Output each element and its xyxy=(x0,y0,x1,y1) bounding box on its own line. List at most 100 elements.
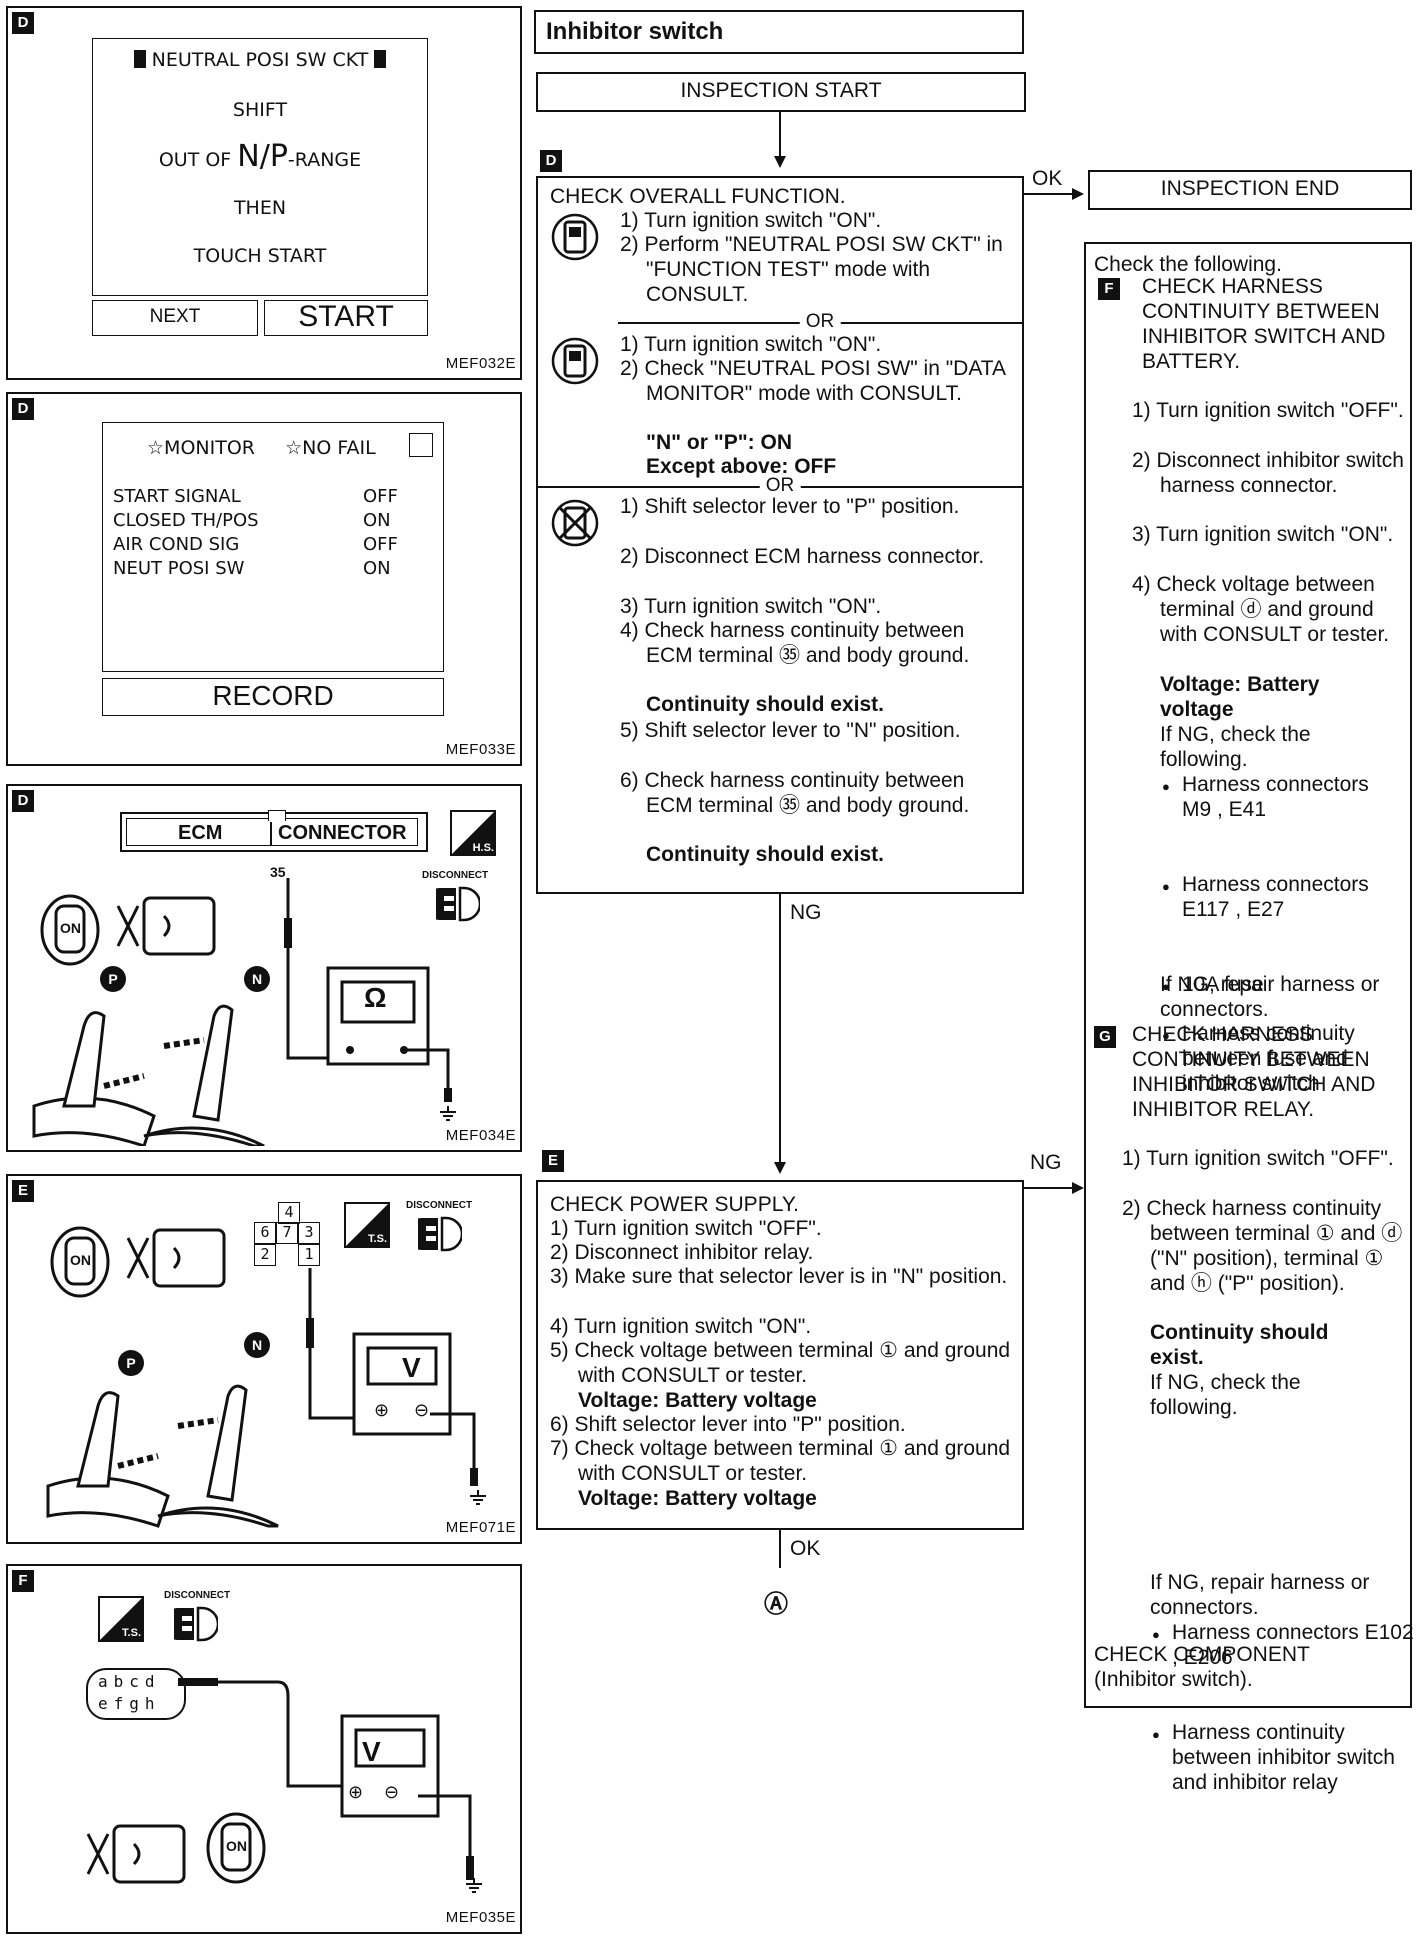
f-step-2: 2) Disconnect inhibitor switch harness c… xyxy=(1132,449,1404,497)
step-label-f: F xyxy=(1098,278,1120,300)
f-step-3: 3) Turn ignition switch "ON". xyxy=(1132,523,1394,546)
plus-terminal-icon: ⊕ xyxy=(348,1782,364,1802)
step-b3: "N" or "P": ON xyxy=(646,431,792,454)
next-button[interactable]: NEXT xyxy=(92,300,258,336)
f-repair: If NG, repair harness or connectors. xyxy=(1160,973,1380,1021)
g-step-2-result: Continuity should exist. xyxy=(1150,1321,1329,1369)
f-step-4-result: Voltage: Battery voltage xyxy=(1160,673,1320,721)
step-b1: 1) Turn ignition switch "ON". xyxy=(620,333,882,356)
screen-line-then: THEN xyxy=(233,197,287,219)
g-heading: CHECK HARNESS CONTINUITY BETWEEN INHIBIT… xyxy=(1132,1023,1376,1121)
flow-arrow xyxy=(1024,188,1084,200)
ohm-symbol: Ω xyxy=(364,982,387,1013)
step-c6: 6) Check harness continuity between ECM … xyxy=(620,769,970,817)
g-bullet-2: Harness continuity between inhibitor swi… xyxy=(1152,1720,1402,1795)
power-step-7: 7) Check voltage between terminal ① and … xyxy=(550,1437,1011,1485)
ts-icon: T.S. xyxy=(344,1202,390,1248)
ng-label: NG xyxy=(790,901,822,924)
power-step-1: 1) Turn ignition switch "OFF". xyxy=(550,1217,822,1240)
engine-icon xyxy=(78,1814,188,1899)
step-label-e: E xyxy=(12,1180,34,1202)
step-label-e: E xyxy=(542,1150,564,1172)
hs-icon: H.S. xyxy=(450,810,496,856)
figure-code: MEF071E xyxy=(445,1519,516,1536)
step-c3: 3) Turn ignition switch "ON". xyxy=(620,595,882,618)
ohmmeter-circuit xyxy=(284,878,452,1102)
g-bullet-1: Harness connectors E102 , E206 xyxy=(1152,1620,1422,1670)
flow-arrow xyxy=(774,894,786,1174)
monitor-checkbox[interactable] xyxy=(409,433,433,457)
record-button[interactable]: RECORD xyxy=(102,678,444,716)
volt-symbol: V xyxy=(362,1736,381,1767)
step-c2: 2) Disconnect ECM harness connector. xyxy=(620,545,985,568)
figure-code: MEF034E xyxy=(445,1127,516,1144)
step-label-d: D xyxy=(540,150,562,172)
check-power-supply-box: CHECK POWER SUPPLY. 1) Turn ignition swi… xyxy=(536,1180,1024,1530)
g-step-2: 2) Check harness continuity between term… xyxy=(1122,1197,1403,1295)
figure-code: MEF032E xyxy=(445,355,516,372)
engine-icon xyxy=(108,886,218,971)
step-label-d: D xyxy=(12,790,34,812)
f-bullet-4: Harness continuity between fuse and inhi… xyxy=(1162,1021,1402,1096)
f-step-1: 1) Turn ignition switch "OFF". xyxy=(1132,399,1404,422)
ground-icon xyxy=(468,1490,488,1511)
g-if-ng: If NG, check the following. xyxy=(1150,1371,1301,1419)
panel-d-ecm-continuity: D ECM CONNECTOR H.S. DISCONNECT 35 ON Ω … xyxy=(6,784,522,1152)
step-c4: 4) Check harness continuity between ECM … xyxy=(620,619,970,667)
ignition-key-icon: ON xyxy=(204,1810,268,1891)
monitor-row-1: START SIGNAL OFF xyxy=(113,486,398,507)
power-step-7-result: Voltage: Battery voltage xyxy=(578,1487,817,1510)
disconnect-plug-icon xyxy=(406,1214,464,1259)
ecm-label: ECM xyxy=(178,822,223,844)
screen-title: NEUTRAL POSI SW CKT xyxy=(93,49,427,71)
power-step-5: 5) Check voltage between terminal ① and … xyxy=(550,1339,1011,1387)
voltmeter-circuit xyxy=(178,1678,474,1880)
start-button[interactable]: START xyxy=(264,300,428,336)
plus-terminal-icon: ⊕ xyxy=(374,1400,390,1420)
monitor-row-2: CLOSED TH/POS ON xyxy=(113,510,391,531)
f-heading: CHECK HARNESS CONTINUITY BETWEEN INHIBIT… xyxy=(1142,275,1386,373)
power-step-2: 2) Disconnect inhibitor relay. xyxy=(550,1241,814,1264)
f-step-4: 4) Check voltage between terminal ⓓ and … xyxy=(1132,573,1390,646)
monitor-row-4: NEUT POSI SW ON xyxy=(113,558,391,579)
ok-label: OK xyxy=(790,1537,821,1560)
shift-lever-icon xyxy=(46,1384,279,1528)
consult-monitor-icon xyxy=(550,336,600,391)
consult-screen: NEUTRAL POSI SW CKT SHIFT OUT OF N/P-RAN… xyxy=(92,38,428,296)
voltmeter-circuit xyxy=(306,1268,478,1486)
check-component: CHECK COMPONENT (Inhibitor switch). xyxy=(1094,1643,1310,1691)
position-p-badge: P xyxy=(100,966,126,992)
step-c6-result: Continuity should exist. xyxy=(646,843,885,866)
step-a2: 2) Perform "NEUTRAL POSI SW CKT" in "FUN… xyxy=(620,233,1003,306)
volt-symbol: V xyxy=(402,1352,421,1383)
disconnect-label: DISCONNECT xyxy=(164,1590,231,1601)
consult-icon xyxy=(550,212,600,267)
step-label-d: D xyxy=(12,398,34,420)
check-overall-heading: CHECK OVERALL FUNCTION. xyxy=(550,185,846,208)
step-label-d: D xyxy=(12,12,34,34)
ground-icon xyxy=(464,1878,484,1899)
f-bullet-3: 10A fuse xyxy=(1162,972,1402,999)
power-step-4: 4) Turn ignition switch "ON". xyxy=(550,1315,812,1338)
monitor-header: ☆MONITOR ☆NO FAIL xyxy=(147,437,376,459)
disconnect-plug-icon xyxy=(162,1604,220,1649)
power-heading: CHECK POWER SUPPLY. xyxy=(550,1193,799,1216)
flow-arrow xyxy=(774,112,786,168)
inhibitor-switch-connector: abcd efgh xyxy=(86,1668,186,1720)
position-n-badge: N xyxy=(244,966,270,992)
connector-label: CONNECTOR xyxy=(270,822,407,845)
connector-a-marker: Ⓐ xyxy=(764,1591,788,1618)
g-step-1: 1) Turn ignition switch "OFF". xyxy=(1122,1147,1394,1170)
or-separator: OR xyxy=(799,311,841,333)
g-repair: If NG, repair harness or connectors. xyxy=(1150,1571,1370,1619)
inspection-start-box: INSPECTION START xyxy=(536,72,1026,112)
f-bullet-2: Harness connectors E117 , E27 xyxy=(1162,872,1402,922)
panel-d-data-monitor: D ☆MONITOR ☆NO FAIL START SIGNAL OFF CLO… xyxy=(6,392,522,766)
star-icon: ☆ xyxy=(147,437,165,459)
step-c4-result: Continuity should exist. xyxy=(646,693,885,716)
step-c5: 5) Shift selector lever to "N" position. xyxy=(620,719,961,742)
ok-label: OK xyxy=(1032,167,1063,190)
flow-arrow xyxy=(1024,1182,1084,1194)
ng-label: NG xyxy=(1030,1151,1062,1174)
step-label-g: G xyxy=(1094,1026,1116,1048)
